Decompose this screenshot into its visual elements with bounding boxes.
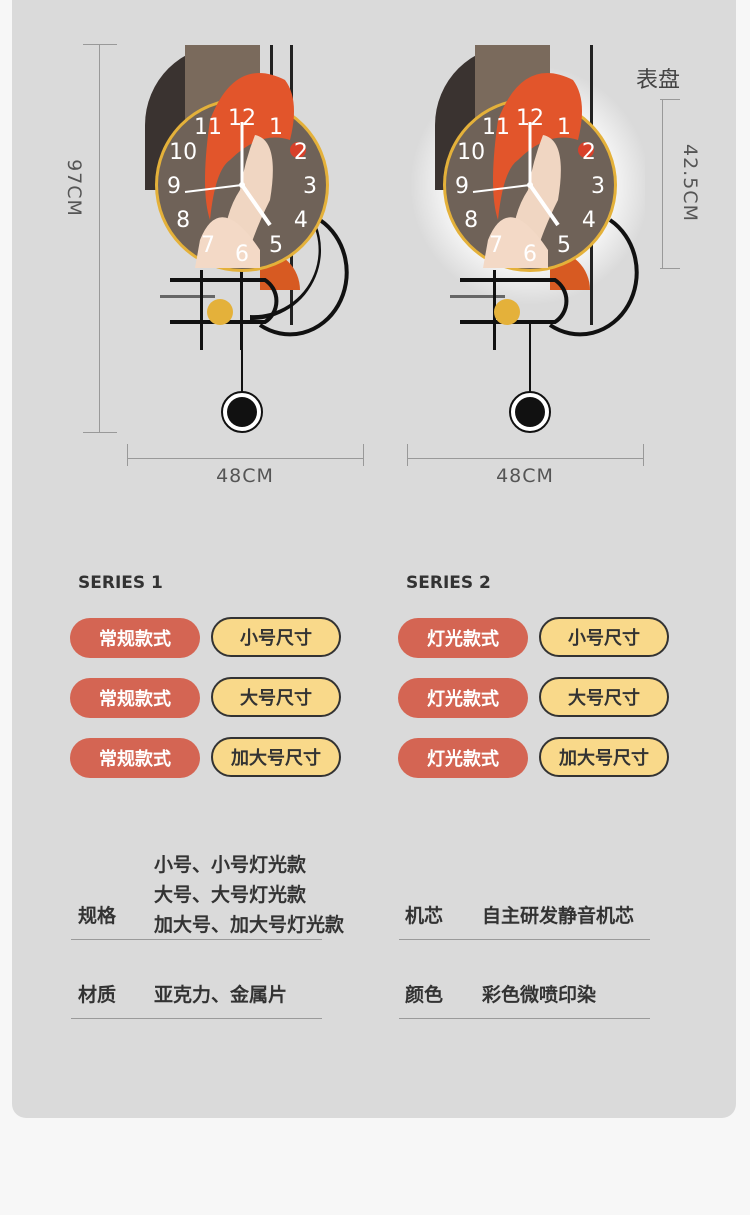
clock-numeral: 11 — [194, 115, 222, 140]
clock-numeral: 8 — [464, 208, 478, 233]
divider — [71, 1018, 322, 1019]
divider — [71, 939, 322, 940]
clock-numeral: 11 — [482, 115, 510, 140]
clock-numeral: 10 — [169, 140, 197, 165]
spec-value-1: 小号、小号灯光款 — [154, 854, 307, 876]
series-2-style-option[interactable]: 灯光款式 — [398, 618, 528, 658]
series-1-style-option[interactable]: 常规款式 — [70, 678, 200, 718]
clock-numeral: 2 — [294, 140, 308, 165]
movement-value: 自主研发静音机芯 — [482, 905, 635, 927]
dial-size-label: 42.5CM — [679, 144, 701, 222]
clock-numeral: 8 — [176, 208, 190, 233]
series-1-size-option[interactable]: 加大号尺寸 — [211, 737, 341, 777]
color-label: 颜色 — [405, 984, 444, 1006]
clock-numeral: 12 — [228, 106, 256, 131]
clock-numeral: 12 — [516, 106, 544, 131]
series-1-style-option[interactable]: 常规款式 — [70, 618, 200, 658]
material-value: 亚克力、金属片 — [154, 984, 288, 1006]
clock-numeral: 6 — [235, 242, 249, 267]
material-label: 材质 — [78, 984, 117, 1006]
series-2-size-option[interactable]: 小号尺寸 — [539, 617, 669, 657]
clock-numeral: 2 — [582, 140, 596, 165]
movement-label: 机芯 — [405, 905, 444, 927]
series-1-size-option[interactable]: 大号尺寸 — [211, 677, 341, 717]
color-value: 彩色微喷印染 — [482, 984, 597, 1006]
spec-value-3: 加大号、加大号灯光款 — [154, 914, 345, 936]
clock-1-width-label: 48CM — [216, 465, 274, 487]
clock-numeral: 3 — [591, 174, 605, 199]
clock-numeral: 7 — [489, 233, 503, 258]
clock-numeral: 5 — [269, 233, 283, 258]
series-2-style-option[interactable]: 灯光款式 — [398, 678, 528, 718]
series-1-style-option[interactable]: 常规款式 — [70, 738, 200, 778]
spec-value-2: 大号、大号灯光款 — [154, 884, 307, 906]
series-2-style-option[interactable]: 灯光款式 — [398, 738, 528, 778]
dial-label: 表盘 — [636, 68, 681, 93]
divider — [399, 939, 650, 940]
series-1-title: SERIES 1 — [78, 573, 163, 593]
clock-2-width-label: 48CM — [496, 465, 554, 487]
clock-numeral: 1 — [557, 115, 571, 140]
clock-numeral: 6 — [523, 242, 537, 267]
spec-label: 规格 — [78, 905, 117, 927]
series-2-size-option[interactable]: 大号尺寸 — [539, 677, 669, 717]
clock-numeral: 1 — [269, 115, 283, 140]
series-2-title: SERIES 2 — [406, 573, 491, 593]
clock-numeral: 3 — [303, 174, 317, 199]
series-1-size-option[interactable]: 小号尺寸 — [211, 617, 341, 657]
divider — [399, 1018, 650, 1019]
clock-numeral: 9 — [167, 174, 181, 199]
clock-numeral: 5 — [557, 233, 571, 258]
clock-numeral: 9 — [455, 174, 469, 199]
clock-numeral: 4 — [294, 208, 308, 233]
clock-1-height-label: 97CM — [63, 159, 85, 217]
clock-numeral: 4 — [582, 208, 596, 233]
series-2-size-option[interactable]: 加大号尺寸 — [539, 737, 669, 777]
clock-numeral: 7 — [201, 233, 215, 258]
clock-numeral: 10 — [457, 140, 485, 165]
